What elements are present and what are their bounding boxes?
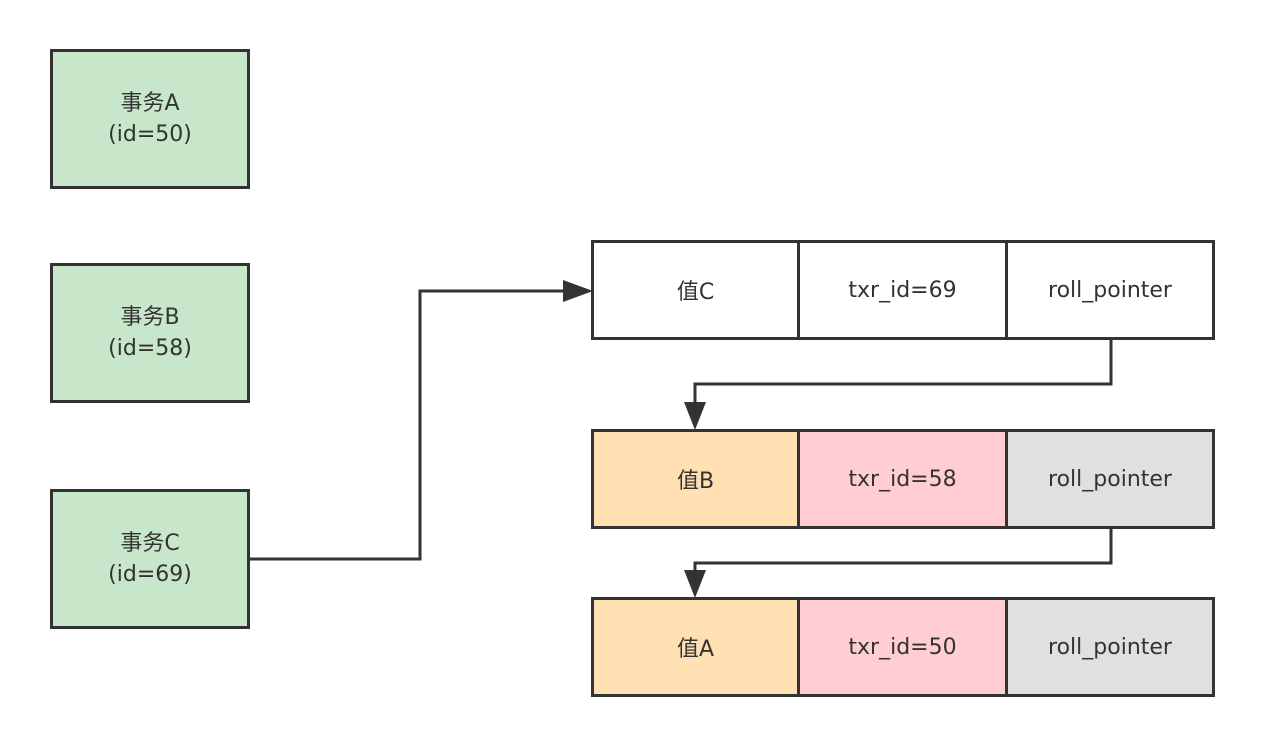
- txn-c-arrowhead-icon: [563, 280, 593, 302]
- version-b-roll-pointer: roll_pointer: [1008, 432, 1212, 526]
- version-c-roll-pointer: roll_pointer: [1008, 243, 1212, 337]
- txn-c-to-version-c-arrow: [250, 289, 563, 561]
- transaction-c-id: (id=69): [108, 562, 192, 587]
- version-b-value: 值B: [594, 432, 800, 526]
- transaction-c-name: 事务C: [120, 531, 180, 556]
- version-a-value: 值A: [594, 600, 800, 694]
- version-c-txr-id: txr_id=69: [800, 243, 1008, 337]
- version-b-arrowhead-icon: [684, 402, 706, 430]
- version-c-to-version-b-arrow: [693, 340, 1113, 404]
- transaction-b-box: 事务B (id=58): [50, 263, 250, 403]
- version-a-arrowhead-icon: [684, 570, 706, 598]
- version-b-to-version-a-arrow: [693, 529, 1113, 572]
- version-b-txr-id: txr_id=58: [800, 432, 1008, 526]
- transaction-b-name: 事务B: [120, 305, 180, 330]
- version-a-txr-id: txr_id=50: [800, 600, 1008, 694]
- version-c-value: 值C: [594, 243, 800, 337]
- version-a-roll-pointer: roll_pointer: [1008, 600, 1212, 694]
- transaction-a-name: 事务A: [120, 91, 180, 116]
- transaction-b-id: (id=58): [108, 336, 192, 361]
- transaction-c-box: 事务C (id=69): [50, 489, 250, 629]
- version-row-a: 值A txr_id=50 roll_pointer: [591, 597, 1215, 697]
- version-row-b: 值B txr_id=58 roll_pointer: [591, 429, 1215, 529]
- transaction-a-id: (id=50): [108, 122, 192, 147]
- transaction-a-box: 事务A (id=50): [50, 49, 250, 189]
- version-row-c: 值C txr_id=69 roll_pointer: [591, 240, 1215, 340]
